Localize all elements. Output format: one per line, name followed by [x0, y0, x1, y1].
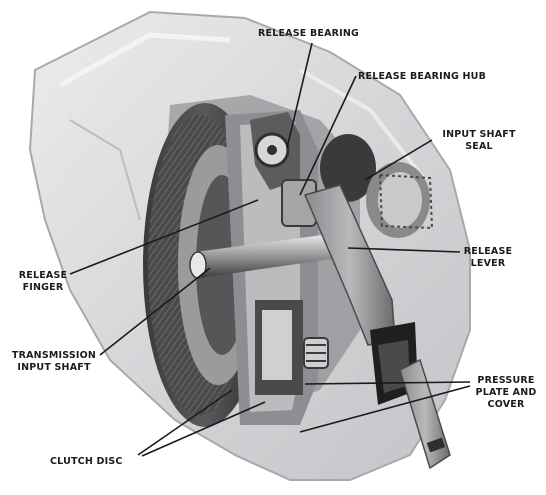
label-release-bearing: RELEASE BEARING	[258, 28, 359, 40]
spring	[304, 338, 328, 368]
label-release-finger: RELEASE FINGER	[12, 270, 74, 294]
label-pressure-plate-and-cover: PRESSURE PLATE AND COVER	[470, 375, 542, 411]
label-transmission-input-shaft: TRANSMISSION INPUT SHAFT	[4, 350, 104, 374]
label-clutch-disc: CLUTCH DISC	[50, 456, 123, 468]
label-release-bearing-hub: RELEASE BEARING HUB	[358, 71, 486, 83]
label-release-lever: RELEASE LEVER	[458, 246, 518, 270]
label-input-shaft-seal: INPUT SHAFT SEAL	[434, 129, 524, 153]
